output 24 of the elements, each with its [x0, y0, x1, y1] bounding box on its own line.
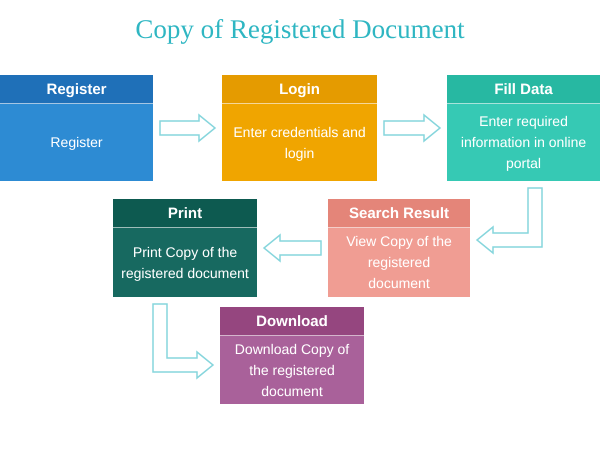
step-card [113, 199, 257, 297]
outline-arrow [262, 233, 322, 263]
outline-arrow [476, 187, 543, 255]
step-card [220, 307, 364, 404]
step-description: Download Copy of the registered document [234, 340, 350, 400]
step-heading: Search Result [328, 199, 470, 228]
step-heading: Print [113, 199, 257, 228]
step-heading: Register [0, 75, 153, 104]
step-card [222, 75, 377, 181]
step-heading: Download [220, 307, 364, 336]
step-heading: Login [222, 75, 377, 104]
outline-arrow [383, 113, 442, 143]
outline-arrow [159, 113, 216, 143]
step-description: Enter required information in online portal [460, 112, 588, 173]
diagram-title: Copy of Registered Document [134, 14, 466, 45]
outline-arrow [152, 303, 214, 380]
step-heading: Fill Data [447, 75, 600, 104]
step-description: View Copy of the registered document [345, 232, 453, 293]
step-card [328, 199, 470, 297]
step-card [0, 75, 153, 181]
step-description: Enter credentials and login [232, 122, 367, 163]
step-card [447, 75, 600, 181]
step-description: Register [49, 133, 104, 152]
step-description: Print Copy of the registered document [120, 242, 250, 283]
